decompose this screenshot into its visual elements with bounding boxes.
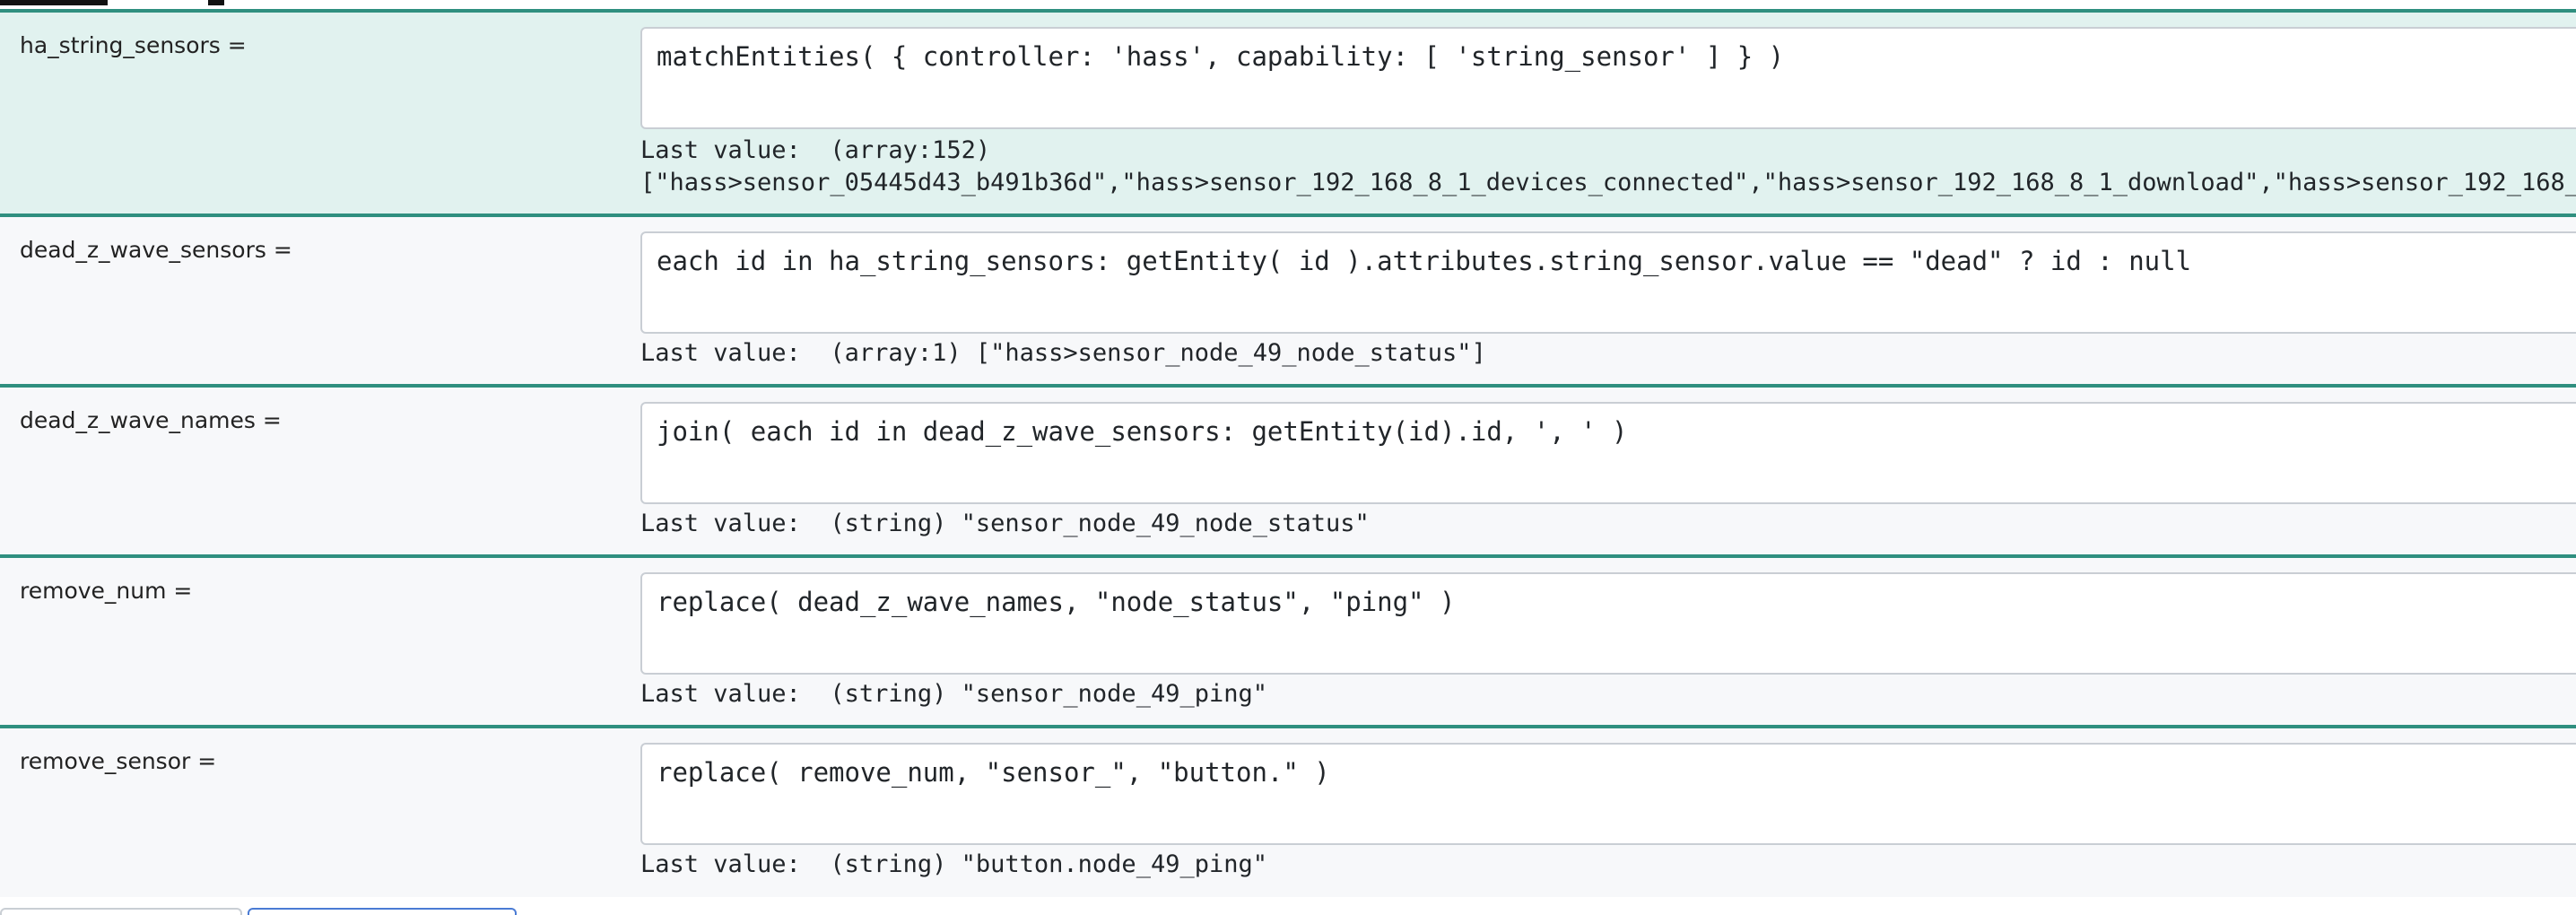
expression-input[interactable]: replace( remove_num, "sensor_", "button.… bbox=[640, 743, 2576, 845]
variable-name: ha_string_sensors = bbox=[20, 32, 247, 58]
header-text-fragment bbox=[208, 0, 224, 5]
expression-text: replace( dead_z_wave_names, "node_status… bbox=[657, 587, 1456, 617]
last-value: (array:1) ["hass>sensor_node_49_node_sta… bbox=[830, 339, 1486, 367]
last-value: (string) "sensor_node_49_ping" bbox=[830, 680, 1267, 708]
last-value: (string) "sensor_node_49_node_status" bbox=[830, 510, 1370, 537]
last-value-label: Last value: (array:152) bbox=[640, 136, 991, 164]
last-value-label: Last value: (string) "sensor_node_49_nod… bbox=[640, 510, 1370, 537]
last-value-label: Last value: (string) "button.node_49_pin… bbox=[640, 850, 1267, 878]
last-value: (string) "button.node_49_ping" bbox=[830, 850, 1267, 878]
action-button-edge[interactable] bbox=[248, 908, 517, 915]
header-text-fragment bbox=[0, 0, 108, 5]
last-value-continued: ["hass>sensor_05445d43_b491b36d","hass>s… bbox=[640, 169, 2576, 196]
last-value-label: Last value: (string) "sensor_node_49_pin… bbox=[640, 680, 1267, 708]
expression-row-dead-z-wave-sensors[interactable]: dead_z_wave_sensors = each id in ha_stri… bbox=[0, 214, 2576, 388]
expression-input[interactable]: each id in ha_string_sensors: getEntity(… bbox=[640, 231, 2576, 334]
section-header-fragment bbox=[0, 0, 2576, 11]
variable-name: dead_z_wave_names = bbox=[20, 407, 282, 433]
variable-name: remove_sensor = bbox=[20, 748, 217, 774]
expression-row-remove-num[interactable]: remove_num = replace( dead_z_wave_names,… bbox=[0, 554, 2576, 728]
expression-row-dead-z-wave-names[interactable]: dead_z_wave_names = join( each id in dea… bbox=[0, 384, 2576, 558]
expression-row-remove-sensor[interactable]: remove_sensor = replace( remove_num, "se… bbox=[0, 725, 2576, 901]
expression-input[interactable]: join( each id in dead_z_wave_sensors: ge… bbox=[640, 402, 2576, 504]
expression-row-ha-string-sensors[interactable]: ha_string_sensors = matchEntities( { con… bbox=[0, 9, 2576, 217]
expression-input[interactable]: matchEntities( { controller: 'hass', cap… bbox=[640, 27, 2576, 129]
variable-name: remove_num = bbox=[20, 578, 193, 604]
expression-text: join( each id in dead_z_wave_sensors: ge… bbox=[657, 416, 1628, 447]
last-value: (array:152) bbox=[830, 136, 991, 164]
variable-name: dead_z_wave_sensors = bbox=[20, 237, 292, 263]
action-buttons-fragment bbox=[0, 897, 2576, 915]
action-button-edge[interactable] bbox=[0, 908, 242, 915]
expression-text: replace( remove_num, "sensor_", "button.… bbox=[657, 757, 1330, 788]
expression-text: matchEntities( { controller: 'hass', cap… bbox=[657, 41, 1785, 72]
last-value-label: Last value: (array:1) ["hass>sensor_node… bbox=[640, 339, 1486, 367]
expression-text: each id in ha_string_sensors: getEntity(… bbox=[657, 246, 2192, 276]
expression-input[interactable]: replace( dead_z_wave_names, "node_status… bbox=[640, 572, 2576, 675]
